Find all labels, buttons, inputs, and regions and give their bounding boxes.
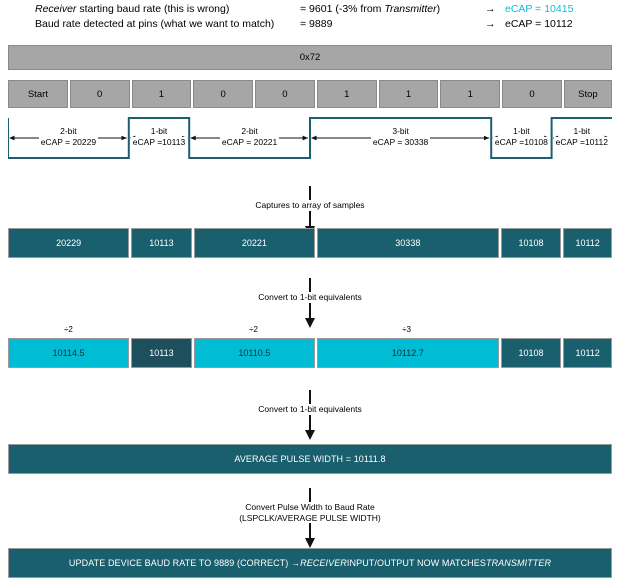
bit-cell: Start bbox=[8, 80, 68, 108]
divisor-label bbox=[499, 322, 559, 336]
capture-cell: 30338 bbox=[316, 228, 499, 258]
arrow-stem bbox=[309, 278, 311, 292]
legend-description-emphasis: Receiver bbox=[35, 3, 77, 15]
bit-cell: 0 bbox=[255, 80, 315, 108]
down-arrow-icon bbox=[305, 302, 315, 328]
normalized-cell: 10110.5 bbox=[193, 338, 315, 368]
divisor-label: ÷2 bbox=[249, 324, 258, 334]
arrow-stem bbox=[309, 390, 311, 404]
legend-description: Baud rate detected at pins (what we want… bbox=[0, 18, 300, 30]
final-result-bar: UPDATE DEVICE BAUD RATE TO 9889 (CORRECT… bbox=[8, 548, 612, 578]
capture-cell: 20229 bbox=[8, 228, 130, 258]
final-pre: UPDATE DEVICE BAUD RATE TO 9889 (CORRECT… bbox=[68, 558, 301, 568]
legend-value-post: ) bbox=[436, 3, 441, 15]
byte-value-bar: 0x72 bbox=[8, 45, 612, 70]
flow-caption: (LSPCLK/AVERAGE PULSE WIDTH) bbox=[239, 512, 381, 523]
legend-description-rest: Baud rate detected at pins (what we want… bbox=[35, 18, 275, 30]
bit-cell: 0 bbox=[193, 80, 254, 108]
legend-value-pre: = 9601 (-3% from bbox=[300, 3, 385, 15]
bit-cell: 0 bbox=[69, 80, 130, 108]
divisor-label: ÷2 bbox=[63, 324, 73, 334]
legend-arrow-icon: → bbox=[485, 18, 496, 30]
legend-ecap-value: eCAP = 10415 bbox=[505, 3, 574, 15]
final-receiver-emphasis: RECEIVER bbox=[300, 558, 347, 568]
normalized-cell: 10112 bbox=[563, 338, 612, 368]
legend-row: Receiver starting baud rate (this is wro… bbox=[0, 3, 620, 18]
legend-value: = 9889 bbox=[300, 18, 485, 30]
average-pulse-width-bar: AVERAGE PULSE WIDTH = 10111.8 bbox=[8, 444, 612, 474]
divisor-label bbox=[561, 322, 610, 336]
waveform-trace bbox=[8, 117, 612, 159]
normalized-cell: 10112.7 bbox=[316, 338, 499, 368]
divisor-annotations: ÷2 ÷2 ÷3 bbox=[8, 322, 612, 336]
down-arrow-icon bbox=[305, 523, 315, 548]
legend-arrow-icon: → bbox=[485, 3, 496, 15]
bit-cell: 1 bbox=[440, 80, 501, 108]
normalized-cell: 10113 bbox=[131, 338, 192, 368]
capture-cell: 10112 bbox=[563, 228, 612, 258]
bit-cell: 1 bbox=[378, 80, 439, 108]
flow-step-baud-conversion: Convert Pulse Width to Baud Rate(LSPCLK/… bbox=[0, 488, 620, 549]
final-mid: INPUT/OUTPUT NOW MATCHES bbox=[346, 558, 486, 568]
legend-value: = 9601 (-3% from Transmitter) bbox=[300, 3, 485, 15]
legend-value-emphasis: Transmitter bbox=[384, 3, 437, 15]
divisor-label: ÷3 bbox=[402, 324, 411, 334]
final-transmitter-emphasis: TRANSMITTER bbox=[485, 558, 552, 568]
divisor-label bbox=[131, 322, 191, 336]
arrow-stem bbox=[309, 186, 311, 200]
normalized-cell: 10114.5 bbox=[8, 338, 130, 368]
bit-cell: 1 bbox=[316, 80, 377, 108]
capture-cell: 20221 bbox=[193, 228, 315, 258]
flow-step-convert-2: Convert to 1-bit equivalents bbox=[0, 390, 620, 441]
legend-ecap-value: eCAP = 10112 bbox=[505, 18, 573, 30]
flow-caption: Convert to 1-bit equivalents bbox=[258, 404, 362, 414]
legend-value-pre: = 9889 bbox=[300, 18, 333, 30]
legend-description: Receiver starting baud rate (this is wro… bbox=[0, 3, 300, 15]
bit-cell: 1 bbox=[131, 80, 192, 108]
bit-cell: 0 bbox=[502, 80, 562, 108]
bit-cell: Stop bbox=[563, 80, 612, 108]
flow-step-convert-1: Convert to 1-bit equivalents bbox=[0, 278, 620, 329]
legend-description-rest: starting baud rate (this is wrong) bbox=[76, 3, 230, 15]
arrow-stem bbox=[309, 488, 311, 502]
legend-block: Receiver starting baud rate (this is wro… bbox=[0, 0, 620, 33]
legend-row: Baud rate detected at pins (what we want… bbox=[0, 18, 620, 33]
capture-cell: 10108 bbox=[500, 228, 562, 258]
normalized-cell: 10108 bbox=[500, 338, 562, 368]
flow-caption: Convert Pulse Width to Baud Rate bbox=[245, 502, 375, 512]
flow-caption: Convert to 1-bit equivalents bbox=[258, 292, 362, 302]
capture-cell: 10113 bbox=[131, 228, 192, 258]
flow-caption: Captures to array of samples bbox=[255, 200, 365, 210]
down-arrow-icon bbox=[305, 414, 315, 440]
